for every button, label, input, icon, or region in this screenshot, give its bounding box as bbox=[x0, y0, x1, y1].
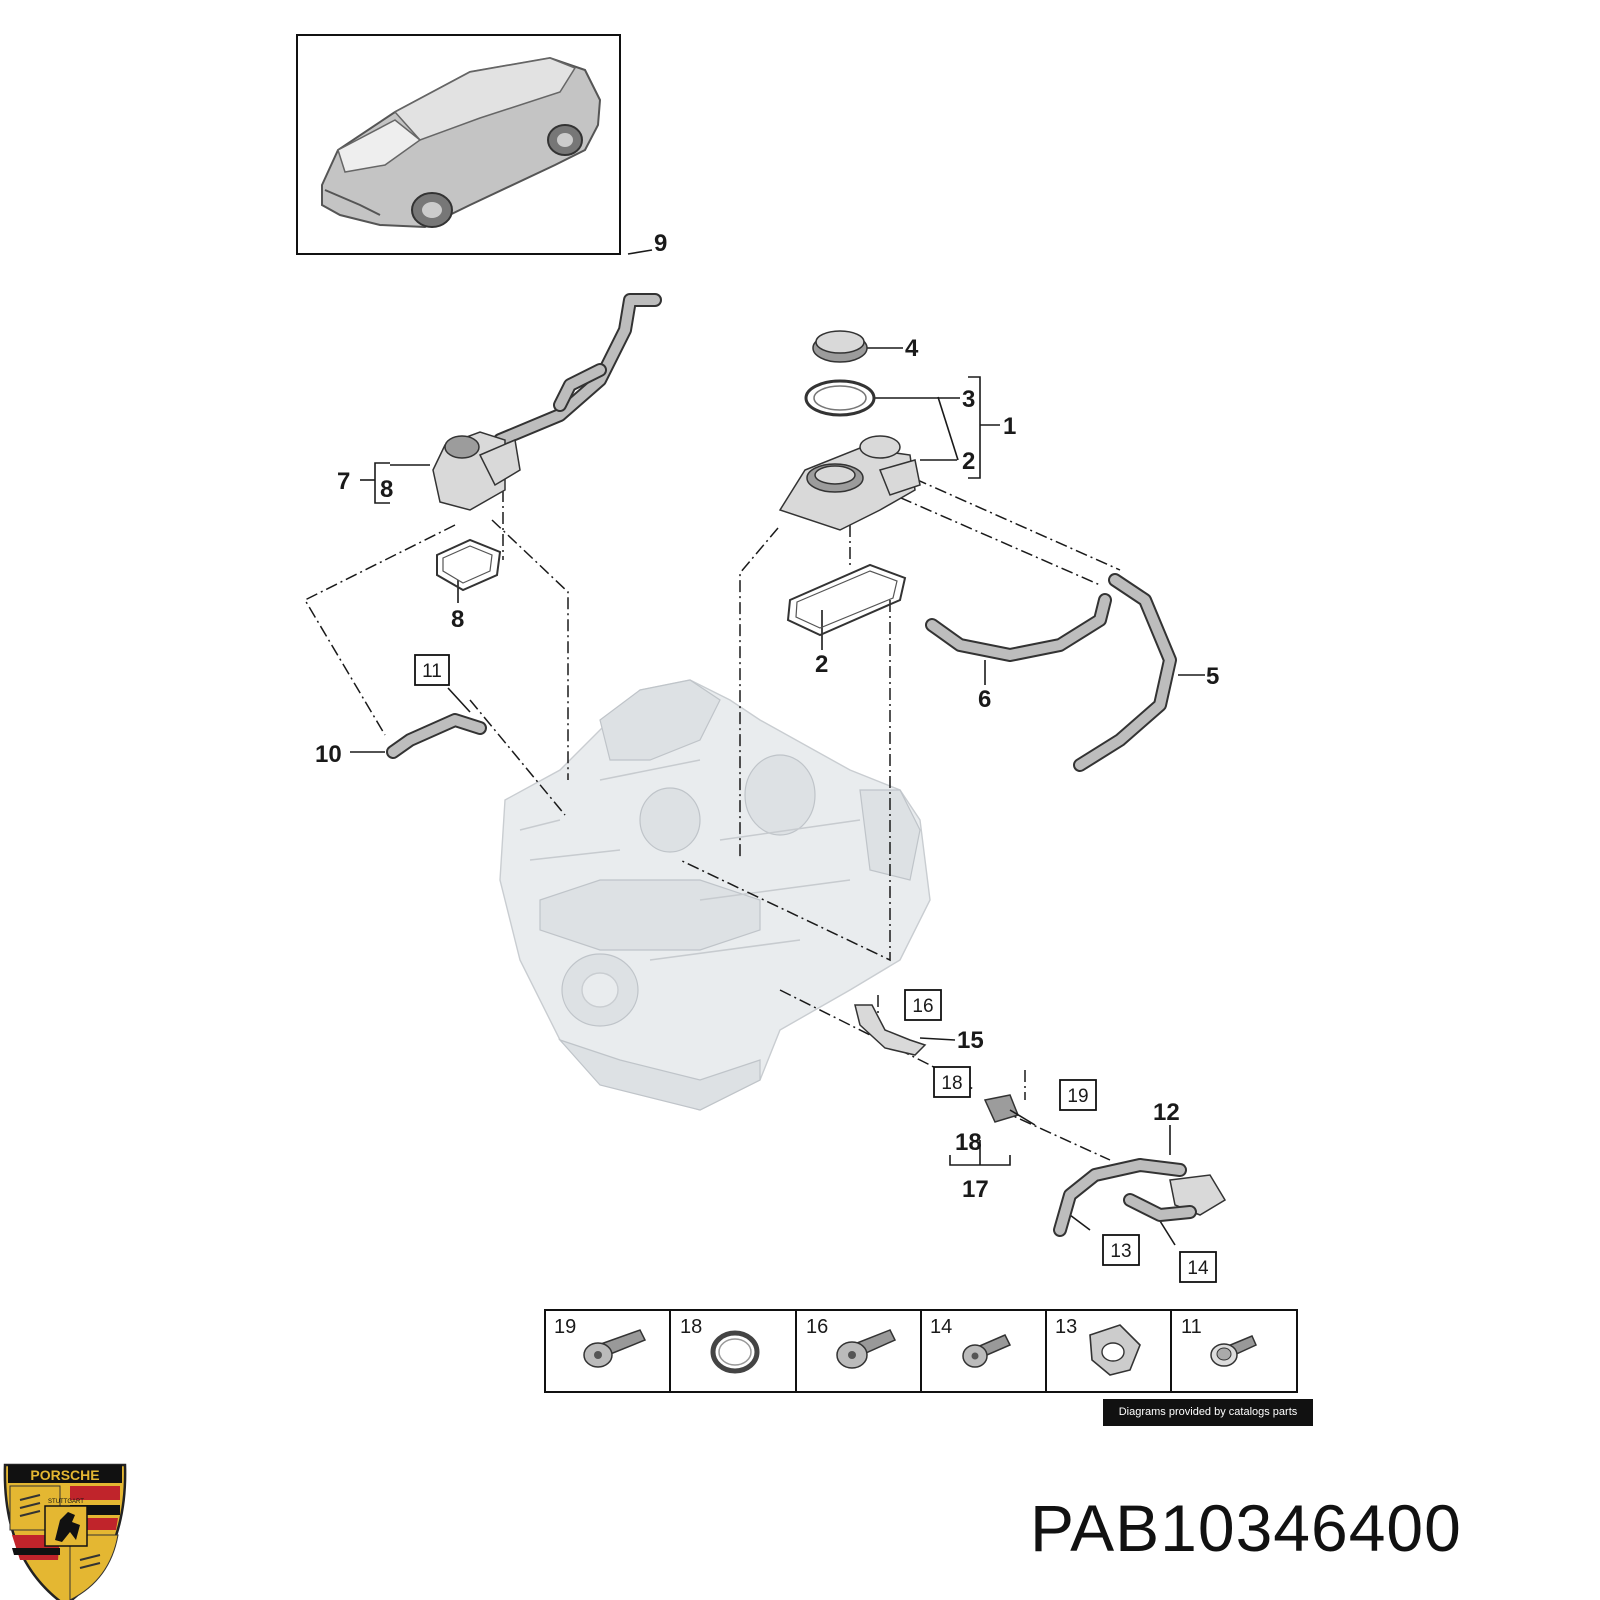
table-num-11: 11 bbox=[1181, 1316, 1202, 1338]
bolt-icon bbox=[836, 1329, 897, 1369]
bracket-15 bbox=[854, 1004, 927, 1056]
part-number: PAB10346400 bbox=[1030, 1491, 1462, 1565]
crest-text: PORSCHE bbox=[30, 1467, 99, 1483]
vent-hose-6 bbox=[925, 593, 1112, 662]
sensor-17 bbox=[983, 1094, 1036, 1126]
vent-hose-9 bbox=[493, 293, 662, 447]
boxed-references: 11 16 18 19 13 14 bbox=[414, 654, 1217, 1283]
antler-icon bbox=[19, 1494, 101, 1569]
vent-pipe-12 bbox=[1053, 1158, 1227, 1237]
callout-17: 17 bbox=[962, 1176, 989, 1203]
callout-10: 10 bbox=[315, 741, 342, 768]
callout-9: 9 bbox=[654, 230, 667, 257]
callout-labels: 9 4 3 1 2 7 8 8 2 6 5 10 15 12 18 17 bbox=[315, 230, 1219, 1203]
oil-separator-housing-1 bbox=[778, 435, 921, 531]
vent-hose-10 bbox=[386, 713, 487, 759]
callout-2-top: 2 bbox=[962, 448, 975, 475]
engine-block bbox=[499, 679, 931, 1111]
vent-hose-5 bbox=[1073, 573, 1177, 772]
gasket-2 bbox=[786, 563, 907, 637]
boxed-ref-13: 13 bbox=[1110, 1241, 1131, 1262]
assembly-lines bbox=[303, 469, 1121, 1161]
hardware-table: 19 18 16 14 13 11 bbox=[544, 1309, 1298, 1393]
leader-lines bbox=[350, 249, 1205, 1246]
horse-icon bbox=[55, 1512, 80, 1542]
callout-4: 4 bbox=[905, 335, 919, 362]
callout-1: 1 bbox=[1003, 413, 1016, 440]
boxed-ref-19: 19 bbox=[1067, 1086, 1088, 1107]
bolt-icon bbox=[583, 1329, 647, 1368]
table-num-18: 18 bbox=[680, 1316, 702, 1338]
callout-18: 18 bbox=[955, 1129, 982, 1156]
vehicle-thumbnail bbox=[296, 34, 621, 255]
callout-12: 12 bbox=[1153, 1099, 1180, 1126]
credit-banner: Diagrams provided by catalogs parts bbox=[1103, 1399, 1313, 1426]
bolt-icon bbox=[962, 1334, 1012, 1368]
callout-15: 15 bbox=[957, 1027, 984, 1054]
crest-city: STUTTGART bbox=[48, 1499, 84, 1505]
clip-icon bbox=[1089, 1324, 1141, 1376]
oil-filler-cap-4 bbox=[812, 330, 868, 363]
porsche-crest-logo: PORSCHE STUTTGART bbox=[3, 1463, 127, 1600]
callout-8-bottom: 8 bbox=[451, 606, 464, 633]
table-num-19: 19 bbox=[554, 1316, 576, 1338]
callout-3: 3 bbox=[962, 386, 975, 413]
seal-ring-3 bbox=[804, 379, 876, 417]
table-num-16: 16 bbox=[806, 1316, 828, 1338]
boxed-ref-18: 18 bbox=[941, 1073, 962, 1094]
boxed-ref-16: 16 bbox=[912, 996, 933, 1017]
callout-6: 6 bbox=[978, 686, 991, 713]
boxed-ref-14: 14 bbox=[1187, 1258, 1209, 1279]
oil-separator-7 bbox=[432, 431, 521, 511]
seal-ring-icon bbox=[710, 1330, 760, 1374]
flange-bolt-icon bbox=[1210, 1335, 1257, 1367]
callout-2-bottom: 2 bbox=[815, 651, 828, 678]
callout-5: 5 bbox=[1206, 663, 1219, 690]
callout-8-top: 8 bbox=[380, 476, 393, 503]
callout-7: 7 bbox=[337, 468, 350, 495]
table-num-14: 14 bbox=[930, 1316, 952, 1338]
table-num-13: 13 bbox=[1055, 1316, 1077, 1338]
boxed-ref-11: 11 bbox=[422, 661, 442, 682]
gasket-8 bbox=[436, 538, 502, 592]
car-icon bbox=[321, 56, 602, 229]
